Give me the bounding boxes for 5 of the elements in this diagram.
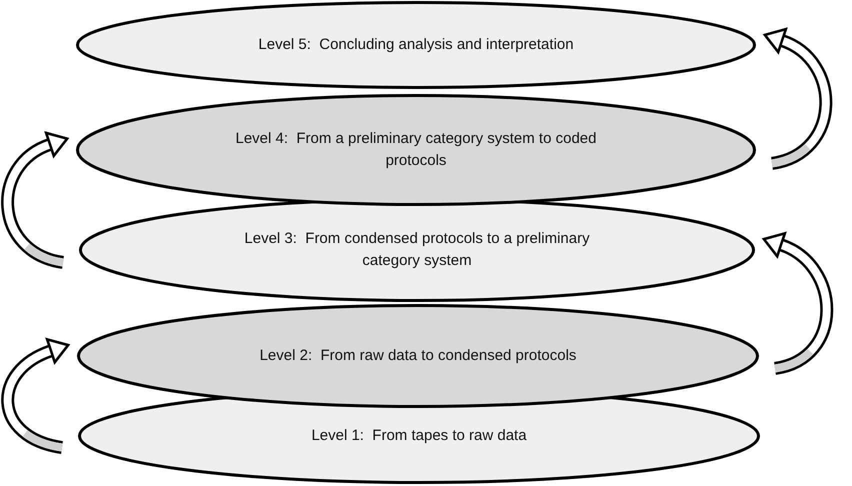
- level-label: Level 2: From raw data to condensed protocols: [260, 346, 576, 366]
- level-label: Level 1: From tapes to raw data: [311, 426, 527, 446]
- level-label: Level 5: Concluding analysis and interpretation: [258, 35, 574, 56]
- level-label: Level 3: From condensed protocols to a preliminary category system: [243, 229, 591, 271]
- level-label: Level 4: From a preliminary category system to coded protocols: [234, 129, 598, 171]
